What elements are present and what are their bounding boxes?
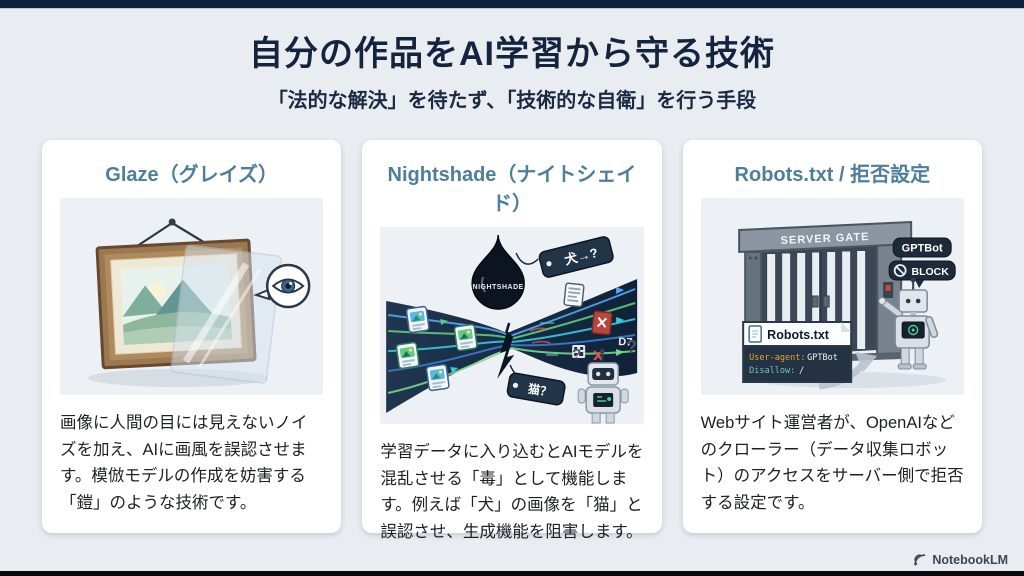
notebooklm-logo-icon bbox=[914, 554, 926, 566]
card-robots-txt-description: Webサイト運営者が、OpenAIなどのクローラー（データ収集ロボット）のアクセ… bbox=[700, 414, 964, 513]
crack-icon bbox=[497, 322, 515, 379]
protective-glass-icon bbox=[170, 244, 282, 384]
nightshade-illustration: D7 NIGHTSHADE bbox=[380, 227, 644, 424]
svg-text:?: ? bbox=[626, 337, 637, 357]
card-glaze-title: Glaze（グレイズ） bbox=[105, 164, 279, 186]
card-robots-txt-title: Robots.txt / 拒否設定 bbox=[734, 164, 931, 186]
robots-txt-illustration: SERVER GATE GPTBot bbox=[700, 198, 964, 395]
bottom-bar bbox=[0, 571, 1024, 576]
cat-question-tag: 猫？ bbox=[507, 364, 566, 406]
glaze-illustration-svg bbox=[88, 218, 311, 387]
gptbot-badge: GPTBot bbox=[892, 237, 952, 258]
eye-icon bbox=[253, 263, 311, 309]
svg-text:?: ? bbox=[572, 346, 581, 363]
card-nightshade-description: 学習データに入り込むとAIモデルを混乱させる「毒」として機能します。例えば「犬」… bbox=[380, 443, 644, 542]
card-glaze-description: 画像に人間の目には見えないノイズを加え、AIに画風を誤認させます。模倣モデルの作… bbox=[60, 414, 308, 513]
nightshade-illustration-svg: D7 NIGHTSHADE bbox=[386, 234, 638, 424]
confused-robot-icon: ? ? bbox=[572, 337, 637, 424]
card-robots-txt: Robots.txt / 拒否設定 bbox=[682, 140, 982, 533]
code-line2-key: Disallow: bbox=[749, 366, 795, 376]
document-icon bbox=[748, 325, 762, 343]
code-line1-value: GPTBot bbox=[807, 353, 838, 363]
dog-question-tag: 犬→? bbox=[515, 236, 615, 278]
poison-drop-icon: NIGHTSHADE bbox=[471, 234, 526, 310]
gptbot-badge-label: GPTBot bbox=[901, 243, 942, 255]
code-line1-key: User-agent: bbox=[749, 353, 805, 363]
block-badge: BLOCK bbox=[888, 260, 956, 288]
corrupted-data-icons: D7 bbox=[530, 282, 633, 361]
footer-brand: NotebookLM bbox=[912, 552, 1008, 567]
robots-txt-file-panel: Robots.txt User-agent: GPTBot Disallow: … bbox=[741, 321, 852, 383]
code-line2-value: / bbox=[799, 366, 804, 376]
robots-txt-illustration-svg: SERVER GATE GPTBot bbox=[737, 220, 956, 390]
page-subtitle: 「法的な解決」を待たず、「技術的な自衛」を行う手段 bbox=[267, 90, 757, 112]
top-bar bbox=[0, 0, 1024, 9]
footer-brand-label: NotebookLM bbox=[932, 552, 1008, 567]
robots-txt-filename: Robots.txt bbox=[767, 328, 830, 342]
poison-drop-label: NIGHTSHADE bbox=[473, 284, 524, 291]
block-badge-label: BLOCK bbox=[911, 266, 949, 278]
server-gate-label: SERVER GATE bbox=[780, 231, 869, 247]
glitch-text: D7 bbox=[618, 336, 633, 349]
card-row: Glaze（グレイズ） bbox=[42, 140, 982, 541]
card-glaze: Glaze（グレイズ） bbox=[42, 140, 342, 533]
glaze-illustration bbox=[60, 198, 324, 395]
crawler-robot-icon bbox=[877, 277, 938, 370]
page-title: 自分の作品をAI学習から守る技術 bbox=[249, 35, 775, 73]
cat-tag-label: 猫？ bbox=[527, 381, 553, 400]
card-nightshade: Nightshade（ナイトシェイド） bbox=[362, 140, 662, 541]
no-entry-icon bbox=[893, 264, 907, 277]
card-nightshade-title: Nightshade（ナイトシェイド） bbox=[387, 164, 637, 215]
